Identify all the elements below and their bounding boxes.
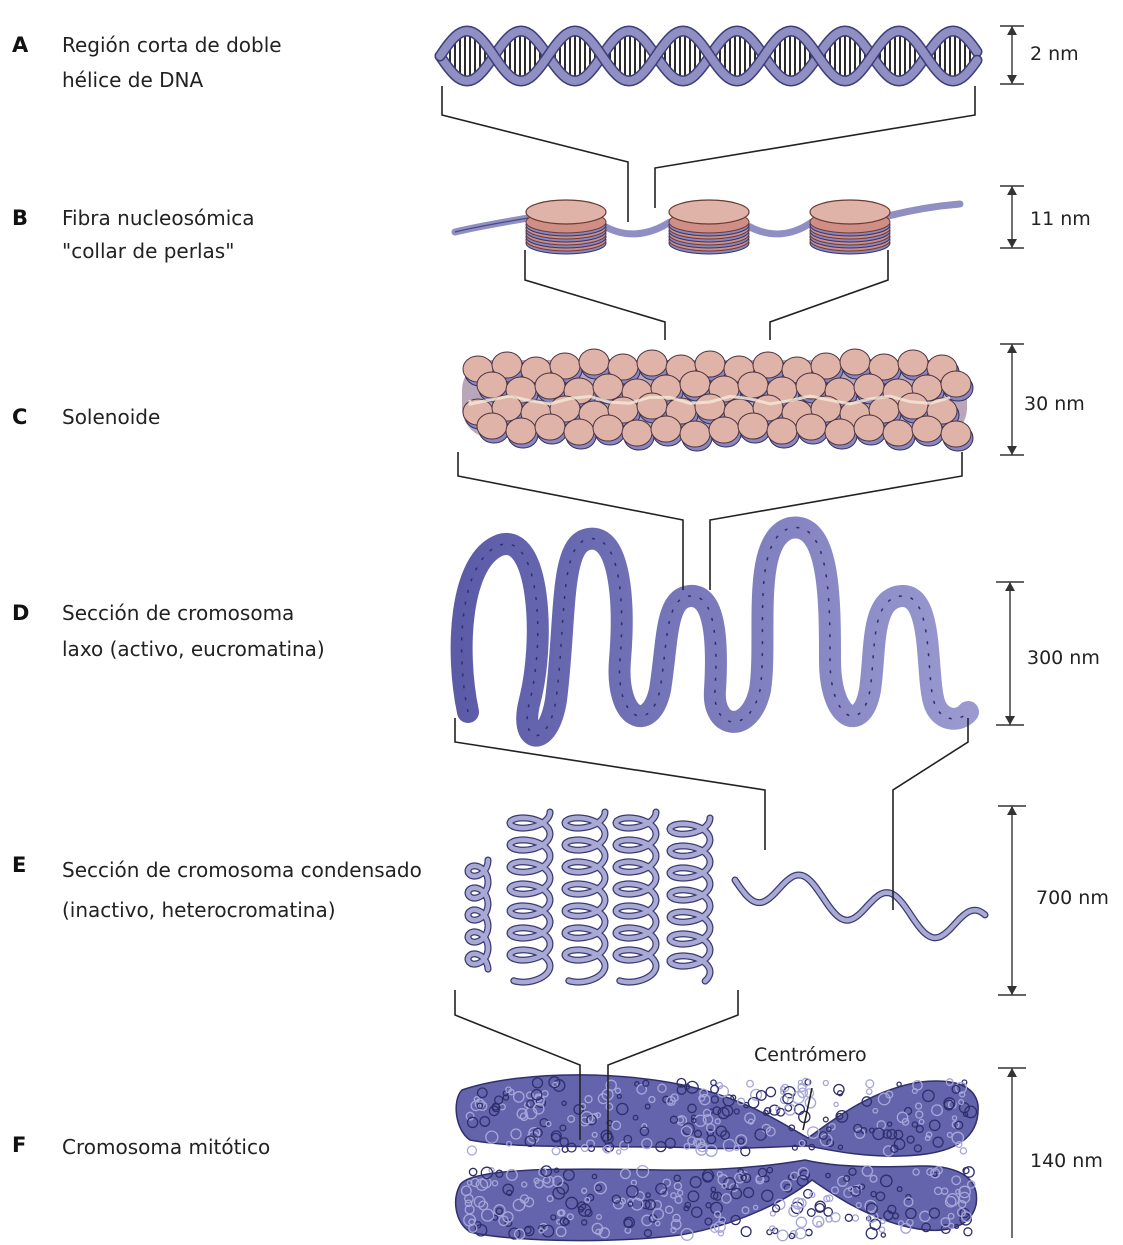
- level-a-label: A Región corta de doble hélice de DNA: [12, 33, 282, 92]
- level-b-label: B Fibra nucleosómica "collar de perlas": [12, 206, 255, 263]
- scale-label-c: 30 nm: [1024, 393, 1085, 415]
- level-b-letter: B: [12, 206, 28, 230]
- scale-bar-f: 140 nm: [998, 1068, 1103, 1238]
- level-c-label: C Solenoide: [12, 405, 160, 429]
- level-e-letter: E: [12, 853, 26, 877]
- scale-label-f: 140 nm: [1030, 1150, 1103, 1172]
- scale-label-a: 2 nm: [1030, 43, 1079, 65]
- level-f-letter: F: [12, 1133, 26, 1157]
- scale-bar-a: 2 nm: [1000, 26, 1079, 84]
- level-f-caption-line-1: Cromosoma mitótico: [62, 1135, 270, 1159]
- scale-bar-b: 11 nm: [1000, 186, 1091, 248]
- level-b-caption-line-2: "collar de perlas": [62, 239, 234, 263]
- condensed-chromatin-coils: [468, 812, 985, 982]
- level-f-label: F Cromosoma mitótico: [12, 1133, 270, 1159]
- level-d-letter: D: [12, 601, 29, 625]
- level-e-caption-line-1: Sección de cromosoma condensado: [62, 858, 422, 882]
- scale-bar-e: 700 nm: [998, 806, 1109, 995]
- solenoid-fiber: [462, 349, 973, 451]
- scale-label-d: 300 nm: [1027, 647, 1100, 669]
- loose-chromatin-loops: [462, 527, 968, 735]
- level-d-caption-line-2: laxo (activo, eucromatina): [62, 637, 325, 661]
- scale-bar-c: 30 nm: [1000, 344, 1085, 455]
- nucleosome-fiber: [455, 200, 960, 254]
- level-e-caption-line-2: (inactivo, heterocromatina): [62, 898, 336, 922]
- level-d-caption-line-1: Sección de cromosoma: [62, 601, 294, 625]
- level-a-caption-line-1: Región corta de doble: [62, 33, 282, 57]
- level-a-caption-line-2: hélice de DNA: [62, 68, 203, 92]
- mitotic-chromosome: Centrómero: [456, 1044, 978, 1241]
- level-d-label: D Sección de cromosoma laxo (activo, euc…: [12, 601, 325, 661]
- scale-bar-d: 300 nm: [996, 582, 1100, 725]
- level-b-caption-line-1: Fibra nucleosómica: [62, 206, 255, 230]
- scale-label-e: 700 nm: [1036, 887, 1109, 909]
- dna-double-helix: [440, 31, 977, 81]
- level-c-letter: C: [12, 405, 27, 429]
- centromere-label: Centrómero: [754, 1044, 867, 1066]
- level-e-label: E Sección de cromosoma condensado (inact…: [12, 853, 422, 922]
- level-a-letter: A: [12, 33, 29, 57]
- level-c-caption-line-1: Solenoide: [62, 405, 160, 429]
- scale-label-b: 11 nm: [1030, 208, 1091, 230]
